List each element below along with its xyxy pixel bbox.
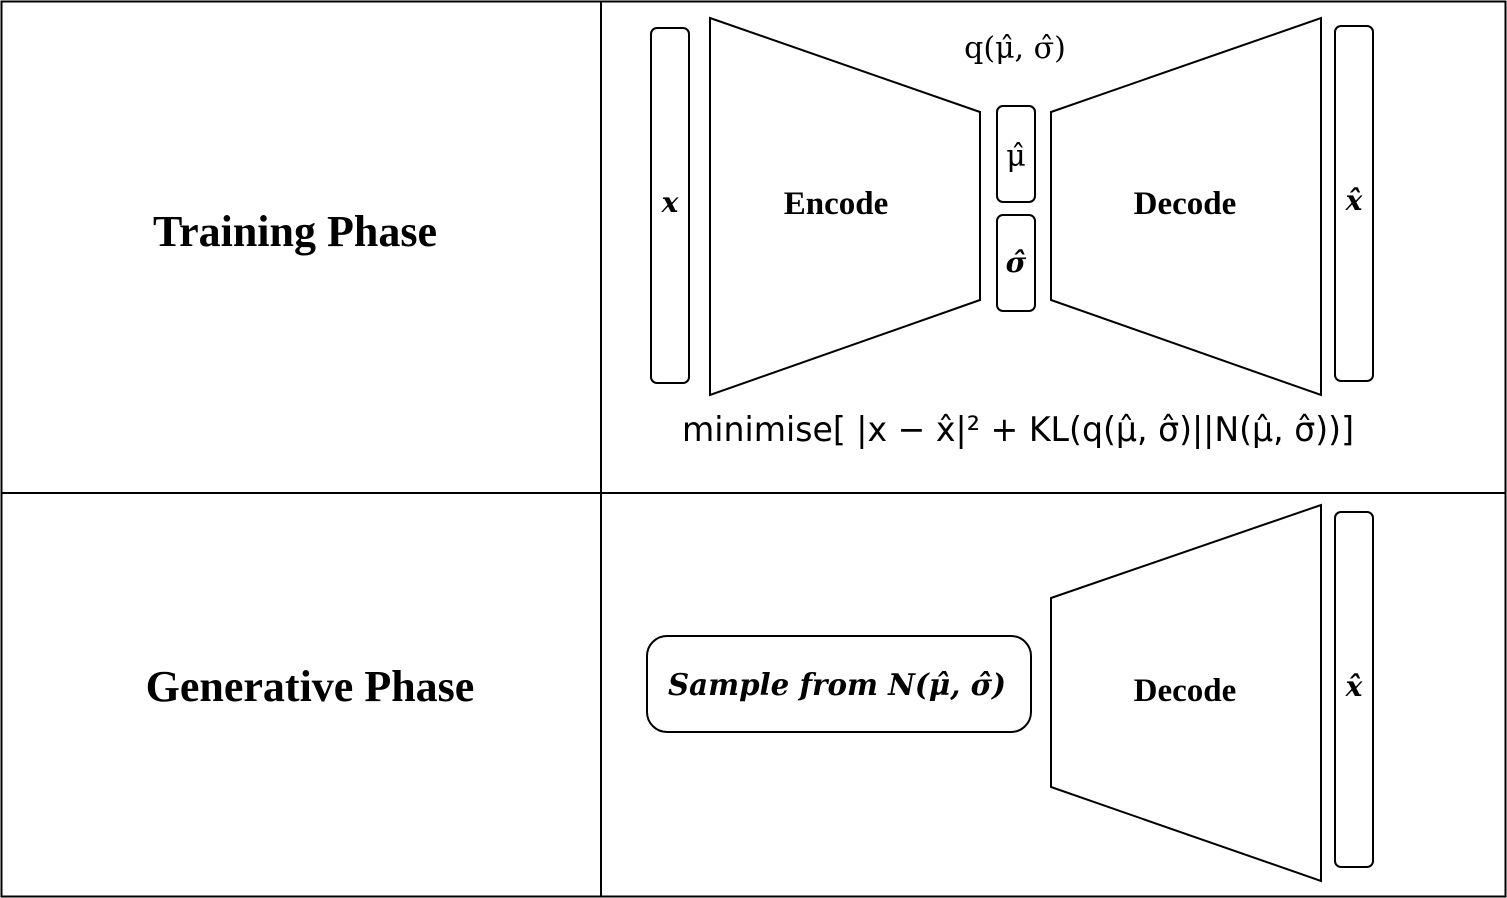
mu-symbol: μ̂ <box>1006 139 1026 174</box>
encode-label: Encode <box>784 186 889 222</box>
generative-phase-label: Generative Phase <box>146 662 475 711</box>
input-vector-box <box>650 27 690 384</box>
generator-output-box <box>1334 511 1374 868</box>
sigma-box <box>996 214 1036 312</box>
encoder-trapezoid <box>709 16 981 397</box>
output-vector-box <box>1334 25 1374 382</box>
input-symbol: x <box>661 186 679 219</box>
generator-decode-label: Decode <box>1134 673 1237 709</box>
training-phase-label: Training Phase <box>153 207 437 256</box>
objective-formula: minimise[ |x − x̂|² + KL(q(μ̂, σ̂)||N(μ̂… <box>682 410 1354 450</box>
decode-label: Decode <box>1134 186 1237 222</box>
mu-box <box>996 105 1036 203</box>
sample-label: Sample from N(μ̂, σ̂) <box>668 668 1006 703</box>
generator-output-symbol: x̂ <box>1345 670 1363 703</box>
generative-diagram: Sample from N(μ̂, σ̂) Decode x̂ <box>646 503 1374 883</box>
distribution-label: q(μ̂, σ̂) <box>964 31 1066 66</box>
decoder-trapezoid <box>1050 16 1322 397</box>
output-symbol: x̂ <box>1345 184 1363 217</box>
generator-decoder-trapezoid <box>1050 503 1322 883</box>
training-diagram: x Encode q(μ̂, σ̂) μ̂ σ̂ Decode x̂ minim… <box>650 16 1374 450</box>
sample-box <box>646 635 1032 733</box>
sigma-symbol: σ̂ <box>1006 246 1027 279</box>
